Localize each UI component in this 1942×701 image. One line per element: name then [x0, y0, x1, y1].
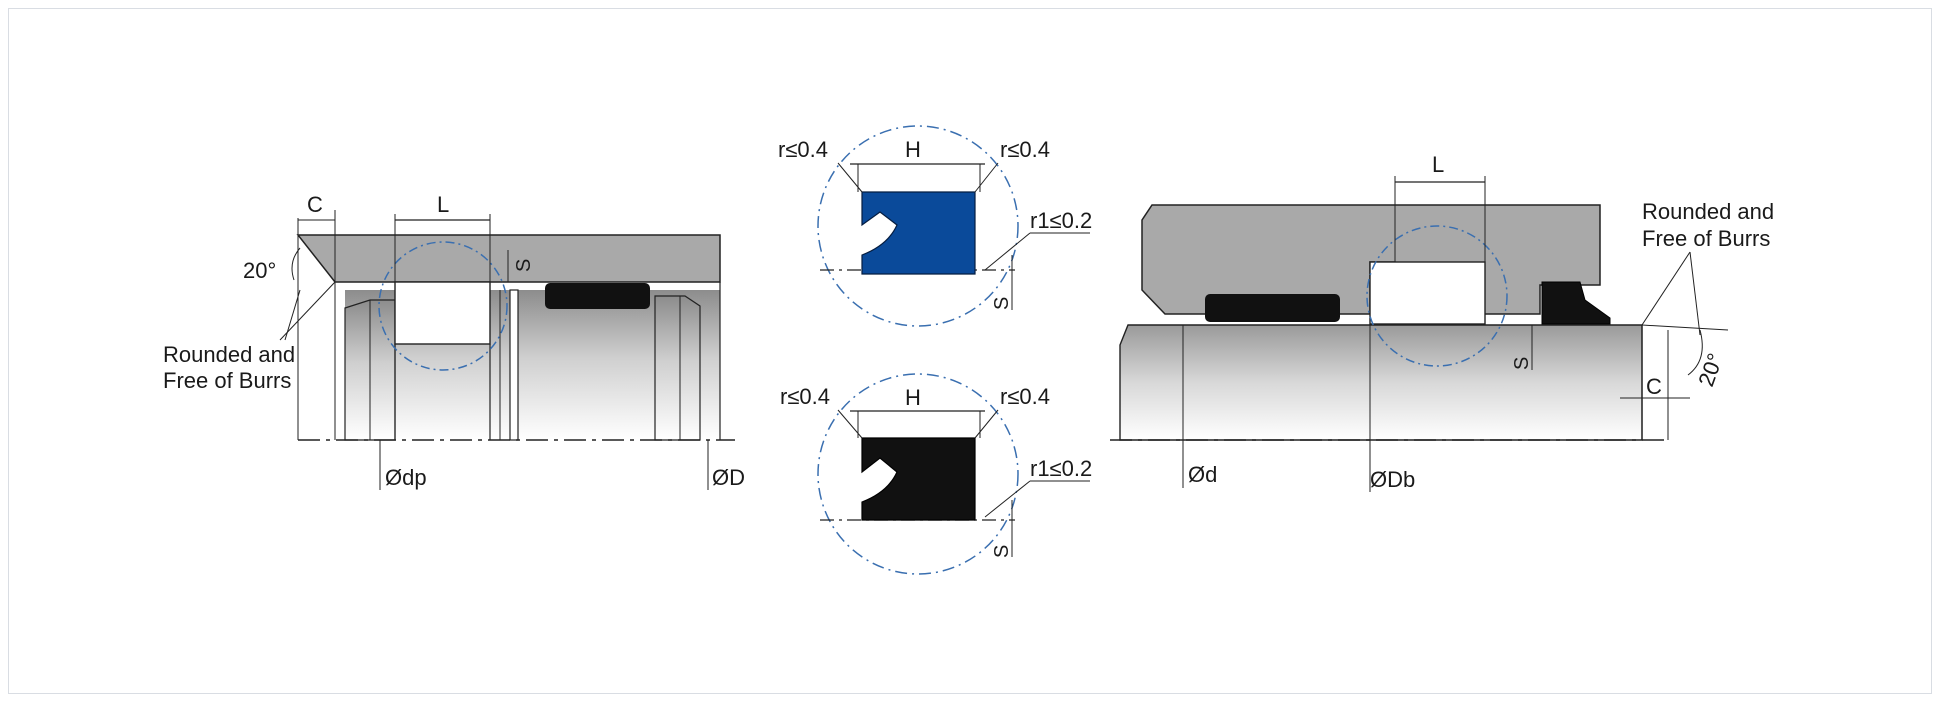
detail-bottom-circle: [817, 373, 1019, 575]
right-groove-diameter-label: ØDb: [1370, 467, 1415, 492]
left-burr-note-line1: Rounded and: [163, 342, 295, 367]
left-length-label: L: [437, 192, 449, 217]
rod-body: [1119, 324, 1643, 441]
left-wear-ring: [545, 283, 650, 309]
left-burr-note-line2: Free of Burrs: [163, 368, 291, 393]
left-detail-circle: [378, 241, 508, 371]
right-rod-diameter-label: Ød: [1188, 462, 1217, 487]
left-depth-label: S: [513, 259, 535, 272]
piston-groove: [394, 281, 491, 345]
bore-housing: [296, 234, 721, 283]
right-detail-circle: [1366, 225, 1508, 367]
right-depth-label: S: [1511, 357, 1533, 370]
left-chamfer-label: C: [307, 192, 323, 217]
blue-u-seal: [861, 191, 976, 275]
left-view: L C S 20° Rounded and Free of Burrs Ødp …: [163, 192, 745, 490]
right-view: L S Rounded and Free of Burrs 20° C Ød Ø…: [1110, 152, 1774, 492]
right-wiper: [1541, 281, 1611, 325]
detail-bottom-height-label: H: [905, 385, 921, 410]
left-bore-diameter-label: ØD: [712, 465, 745, 490]
detail-top-circle: [817, 125, 1019, 327]
rod-groove: [1369, 261, 1486, 325]
right-rod-seal: [1205, 294, 1340, 322]
detail-top-height-label: H: [905, 137, 921, 162]
right-angle-label: 20°: [1693, 350, 1728, 390]
black-u-seal: [861, 437, 976, 521]
right-burr-note-line1: Rounded and: [1642, 199, 1774, 224]
detail-top-depth-label: S: [991, 297, 1013, 310]
detail-bottom-depth-label: S: [991, 545, 1013, 558]
left-groove-diameter-label: Ødp: [385, 465, 427, 490]
detail-top-radius-right: r≤0.4: [1000, 137, 1050, 162]
left-angle-label: 20°: [243, 258, 276, 283]
detail-top-radius-left: r≤0.4: [778, 137, 828, 162]
detail-bottom-radius-bottom: r1≤0.2: [1030, 456, 1092, 481]
right-length-label: L: [1432, 152, 1444, 177]
detail-bottom: H r≤0.4 r≤0.4 r1≤0.2 S: [780, 373, 1092, 575]
detail-top: H r≤0.4 r≤0.4 r1≤0.2 S: [778, 125, 1092, 327]
detail-top-radius-bottom: r1≤0.2: [1030, 208, 1092, 233]
right-chamfer-label: C: [1646, 374, 1662, 399]
detail-bottom-radius-left: r≤0.4: [780, 384, 830, 409]
diagram-frame: [8, 8, 1932, 694]
detail-bottom-radius-right: r≤0.4: [1000, 384, 1050, 409]
right-burr-note-line2: Free of Burrs: [1642, 226, 1770, 251]
